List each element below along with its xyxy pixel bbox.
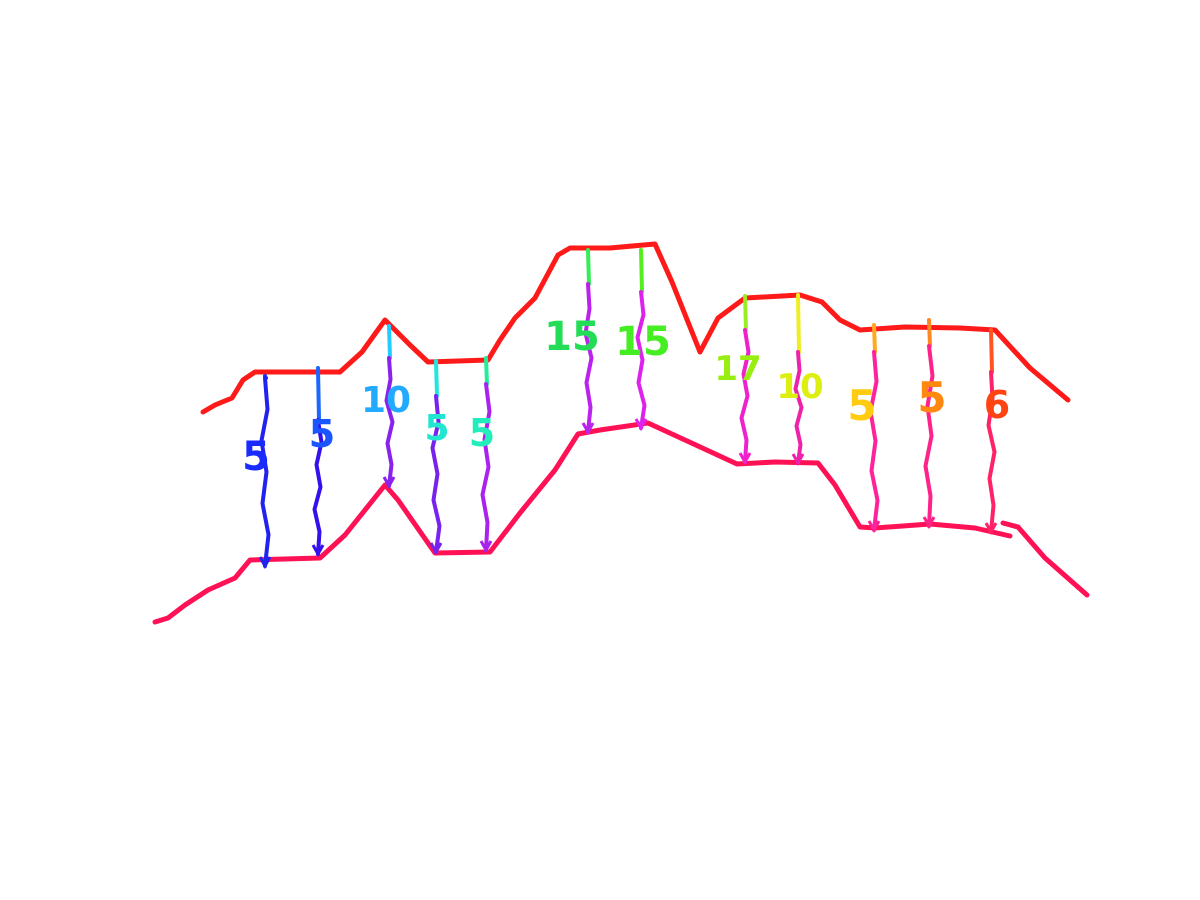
arrow-head [738,452,752,466]
measurement-label: 17 [714,349,761,389]
measure-shaft [868,350,880,532]
arrow-head [984,522,998,536]
arrow-head [382,476,396,490]
measurement-label: 15 [615,319,671,365]
measure-shaft [430,394,442,554]
bottom-outline-tail [1000,520,1090,598]
tick-top [872,323,877,354]
measure-shaft [312,418,324,556]
measurement-label: 10 [776,367,823,407]
arrow-head [867,520,881,534]
measurement-2: 5 [309,366,335,558]
arrow-head [258,556,272,570]
arrow-head [479,540,493,554]
arrow-head [581,422,595,436]
measurement-5: 5 [469,356,495,554]
measure-shaft [635,290,647,430]
tick-top [927,318,932,348]
measure-shaft [583,282,594,434]
tick-top [434,359,439,398]
measurement-10: 5 [847,323,881,534]
measure-shaft [923,344,935,528]
measurement-6: 15 [544,248,600,436]
tick-top [796,293,801,354]
tick-top [639,248,644,294]
measurement-7: 15 [615,248,671,432]
arrow-head [922,516,936,530]
bottom-outline [152,420,1013,625]
measurement-4: 5 [424,359,450,556]
measurement-11: 5 [917,318,947,530]
measurement-label: 5 [847,381,876,430]
arrow-head [429,542,443,556]
measurement-1: 5 [242,374,272,570]
measurement-label: 5 [242,434,270,480]
measurement-3: 10 [361,324,411,490]
measurement-label: 5 [309,412,335,456]
measure-shaft [986,370,997,534]
measurement-label: 6 [984,383,1010,427]
measure-shaft [480,382,492,552]
measurement-8: 17 [714,294,762,466]
measure-shaft [384,356,395,488]
measurement-label: 5 [424,408,449,449]
tick-top [387,324,392,360]
measure-shaft [793,350,804,465]
measurement-12: 6 [984,328,1010,536]
top-outline [200,241,1071,415]
measurement-label: 5 [469,411,495,455]
measure-shaft [259,376,271,568]
tick-top [316,366,321,422]
tick-top [989,328,994,374]
arrow-head [634,418,648,432]
tick-top [586,248,591,286]
tick-top [484,356,489,386]
measurement-label: 5 [917,373,946,422]
tick-top [743,294,748,332]
measure-shaft [739,328,751,464]
measurement-label: 15 [544,314,600,360]
arrow-head [311,544,325,558]
measurement-label: 10 [361,380,411,421]
arrow-head [791,453,805,467]
measurement-9: 10 [776,293,824,467]
